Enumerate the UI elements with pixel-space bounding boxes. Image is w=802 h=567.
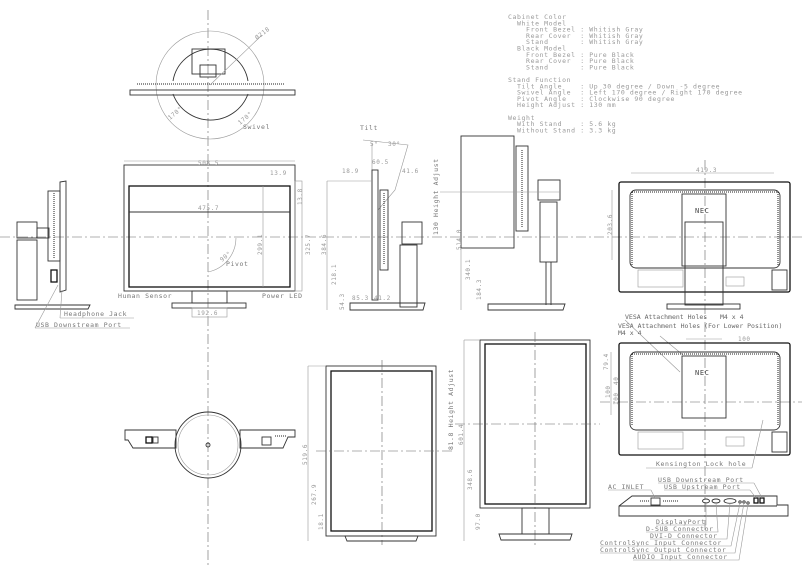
vesa-lower-holes-spec: M4 x 4 xyxy=(618,329,642,337)
tilt-dim-41: 41.6 xyxy=(402,168,419,175)
audio-input-label: AUDIO Input Connector xyxy=(633,553,728,561)
spec-line: Stand : Pure Black xyxy=(508,63,634,71)
tilt-down-angle: 5° xyxy=(370,141,378,148)
usb-upstream-label: USB Upstream Port xyxy=(664,483,741,491)
rear-height-dim: 203.6 xyxy=(607,214,614,235)
height-dim-514: 514.0 xyxy=(456,229,463,250)
swivel-label: Swivel xyxy=(243,123,270,131)
controlsync-output-label: ControlSync Output Connector xyxy=(600,546,726,554)
spec-line: Front Bezel : Whitish Gray xyxy=(508,26,643,34)
portrait-dim-601: 601.4 xyxy=(458,424,465,445)
spec-line: Height Adjust : 130 mm xyxy=(508,101,616,109)
height-adjust-side-view: 130 Height Adjust 514.0 340.1 184.3 xyxy=(432,135,566,311)
spec-line: Weight xyxy=(508,114,535,122)
ac-inlet-label: AC INLET xyxy=(608,483,644,491)
tilt-base-dim: 85.3 xyxy=(352,295,369,302)
height-dim-340: 340.1 xyxy=(465,259,472,280)
rear-width-dim: 419.3 xyxy=(696,167,717,174)
front-bezel-top-dim: 13.8 xyxy=(297,188,304,205)
spec-line: Cabinet Color xyxy=(508,13,567,21)
tilt-side-view: Tilt 5° 30° 60.5 18.9 41.6 384.6 218.1 5… xyxy=(321,124,426,311)
spec-text-block: Cabinet Color White Model Front Bezel : … xyxy=(508,13,743,134)
spec-line: Pivot Angle : Clockwise 90 degree xyxy=(508,95,675,103)
kensington-lock-label: Kensington Lock hole xyxy=(656,460,746,468)
spec-line: With Stand : 5.6 kg xyxy=(508,120,616,128)
tilt-up-angle: 30° xyxy=(388,141,401,148)
tilt-dim-60: 60.5 xyxy=(372,159,389,166)
nec-logo-lower: NEC xyxy=(695,369,709,377)
vesa-dim-40: 40 xyxy=(613,377,620,385)
swivel-top-view: Ø218 170° 170° Swivel xyxy=(129,26,296,140)
portrait-dim-267: 267.9 xyxy=(311,484,318,505)
vesa-dim-100a: 100 xyxy=(605,385,612,398)
controlsync-input-label: ControlSync Input Connector xyxy=(600,539,722,547)
nec-logo: NEC xyxy=(695,207,709,215)
vesa-holes-spec: M4 x 4 xyxy=(720,313,744,321)
vesa-holes-label: VESA Attachment Holes xyxy=(625,313,707,321)
portrait-dim-348: 348.6 xyxy=(467,469,474,490)
height-dim-184: 184.3 xyxy=(476,279,483,300)
swivel-left-angle: 170° xyxy=(167,105,184,121)
front-screen-height-dim: 299.1 xyxy=(257,234,264,255)
stand-width-dim: 192.6 xyxy=(197,310,218,317)
spec-line: Swivel Angle : Left 170 degree / Right 1… xyxy=(508,89,743,97)
portrait-height-adjust-label: 81.8 Height Adjust xyxy=(447,369,455,450)
displayport-label: DisplayPort xyxy=(656,518,706,526)
dvi-label: DVI-D Connector xyxy=(650,532,718,540)
front-view: 508.5 475.7 13.9 13.8 299.1 325.7 90° Pi… xyxy=(118,160,312,318)
portrait-view-low: 519.6 267.9 18.1 81.8 Height Adjust xyxy=(302,360,455,545)
usb-downstream-label: USB Downstream Port xyxy=(658,476,744,484)
vesa-dim-79: 79.4 xyxy=(603,353,610,370)
rear-view-lower: NEC 100 79.4 40 100 100 Kensington Lock … xyxy=(603,336,791,469)
rear-view-upper: NEC 419.3 203.6 xyxy=(607,167,791,310)
spec-line: Rear Cover : Whitish Gray xyxy=(508,32,643,40)
pivot-label: Pivot xyxy=(226,260,249,268)
portrait-view-high: 601.4 348.6 97.0 xyxy=(455,332,600,545)
headphone-jack-label: Headphone Jack xyxy=(64,310,127,318)
spec-line: White Model xyxy=(508,19,567,27)
tilt-dim-18: 18.9 xyxy=(342,168,359,175)
front-width-dim: 508.5 xyxy=(198,160,219,167)
vesa-lower-holes-label: VESA Attachment Holes (For Lower Positio… xyxy=(618,322,782,330)
swivel-diameter-label: Ø218 xyxy=(254,26,272,42)
tilt-height-218: 218.1 xyxy=(331,264,338,285)
human-sensor-label: Human Sensor xyxy=(118,292,172,300)
left-side-view: Headphone Jack USB Downstream Port xyxy=(14,180,134,329)
spec-line: Black Model xyxy=(508,45,567,53)
portrait-dim-97: 97.0 xyxy=(475,513,482,530)
vesa-labels: VESA Attachment Holes M4 x 4 VESA Attach… xyxy=(618,313,782,373)
power-led-label: Power LED xyxy=(262,292,303,300)
spec-line: Stand Function xyxy=(508,76,571,84)
tilt-height-54: 54.3 xyxy=(339,293,346,310)
bottom-view xyxy=(124,411,296,479)
spec-line: Stand : Whitish Gray xyxy=(508,38,643,46)
portrait-dim-519: 519.6 xyxy=(302,444,309,465)
spec-line: Rear Cover : Pure Black xyxy=(508,57,634,65)
portrait-dim-18: 18.1 xyxy=(318,513,325,530)
spec-line: Without Stand : 3.3 kg xyxy=(508,126,616,134)
connector-panel-view: AC INLET USB Downstream Port USB Upstrea… xyxy=(600,476,789,561)
tilt-label: Tilt xyxy=(360,124,378,132)
usb-downstream-label-left: USB Downstream Port xyxy=(36,321,122,329)
height-adjust-label: 130 Height Adjust xyxy=(432,158,440,235)
front-screen-width-dim: 475.7 xyxy=(198,205,219,212)
spec-line: Tilt Angle : Up 30 degree / Down -5 degr… xyxy=(508,82,720,90)
connector-callouts: DisplayPort D-SUB Connector DVI-D Connec… xyxy=(600,502,749,561)
tilt-height-384: 384.6 xyxy=(321,234,328,255)
vesa-width-dim: 100 xyxy=(738,336,751,343)
spec-line: Front Bezel : Pure Black xyxy=(508,51,634,59)
dsub-label: D-SUB Connector xyxy=(646,525,714,533)
vesa-dim-100b: 100 xyxy=(613,392,620,405)
front-height-dim: 325.7 xyxy=(305,234,312,255)
front-bezel-dim: 13.9 xyxy=(270,170,287,177)
tilt-base2-dim: 41.2 xyxy=(374,295,391,302)
